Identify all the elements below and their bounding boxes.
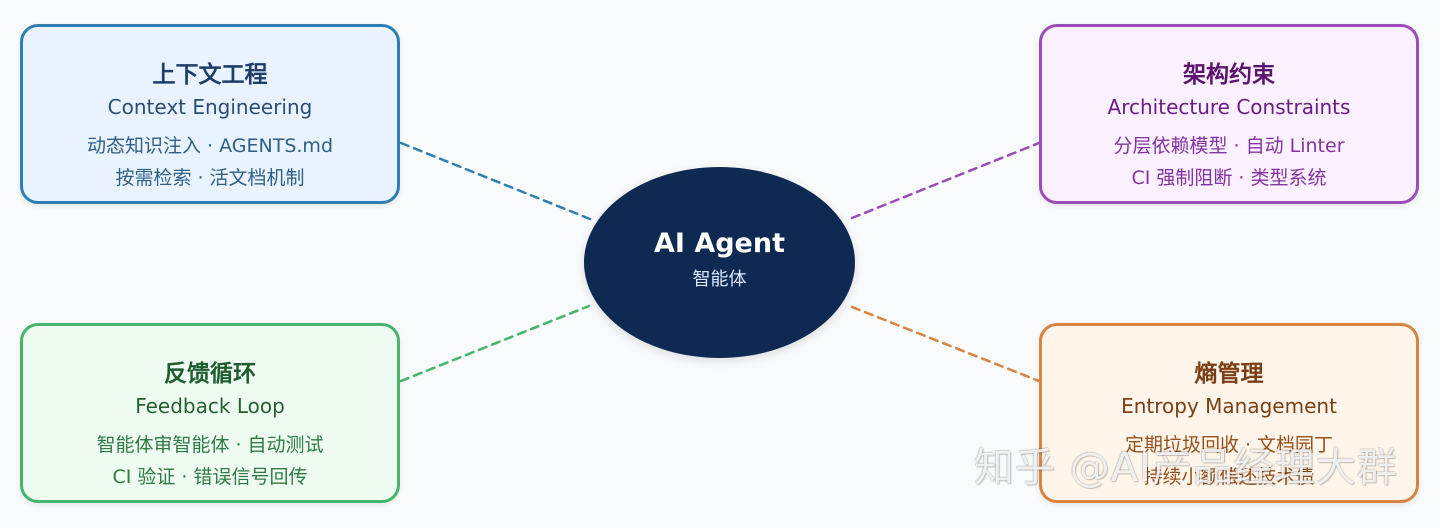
center-subtitle: 智能体: [692, 269, 747, 290]
card-body-line: 动态知识注入 · AGENTS.md: [87, 135, 333, 157]
ai-agent-node: AI Agent 智能体: [584, 167, 855, 358]
connector-entropy: [850, 305, 1041, 383]
card-title: 熵管理: [1194, 361, 1264, 387]
feedback-loop-card: 反馈循环 Feedback Loop 智能体审智能体 · 自动测试 CI 验证 …: [20, 323, 400, 503]
card-body-line: CI 强制阻断 · 类型系统: [1131, 167, 1327, 189]
connector-feedback: [399, 304, 591, 383]
entropy-management-card: 熵管理 Entropy Management 定期垃圾回收 · 文档园丁 持续小…: [1039, 323, 1419, 503]
card-title: 反馈循环: [164, 361, 256, 387]
card-subtitle: Architecture Constraints: [1107, 95, 1351, 119]
architecture-constraints-card: 架构约束 Architecture Constraints 分层依赖模型 · 自…: [1039, 24, 1419, 204]
card-body-line: 分层依赖模型 · 自动 Linter: [1113, 135, 1345, 157]
card-title: 架构约束: [1183, 62, 1275, 88]
card-subtitle: Context Engineering: [107, 95, 313, 119]
card-title: 上下文工程: [152, 62, 268, 88]
card-subtitle: Feedback Loop: [135, 394, 285, 418]
card-body-line: 持续小额偿还技术债: [1143, 466, 1315, 488]
card-body-line: 按需检索 · 活文档机制: [115, 167, 305, 189]
card-subtitle: Entropy Management: [1121, 394, 1337, 418]
card-body-line: CI 验证 · 错误信号回传: [112, 466, 308, 488]
context-engineering-card: 上下文工程 Context Engineering 动态知识注入 · AGENT…: [20, 24, 400, 204]
connector-context: [399, 141, 592, 221]
center-title: AI Agent: [653, 228, 785, 259]
card-body-line: 定期垃圾回收 · 文档园丁: [1124, 434, 1334, 456]
watermark: 知乎 @AI产品经理大群: [974, 445, 1398, 491]
connector-architecture: [850, 141, 1041, 220]
card-body-line: 智能体审智能体 · 自动测试: [96, 434, 324, 456]
